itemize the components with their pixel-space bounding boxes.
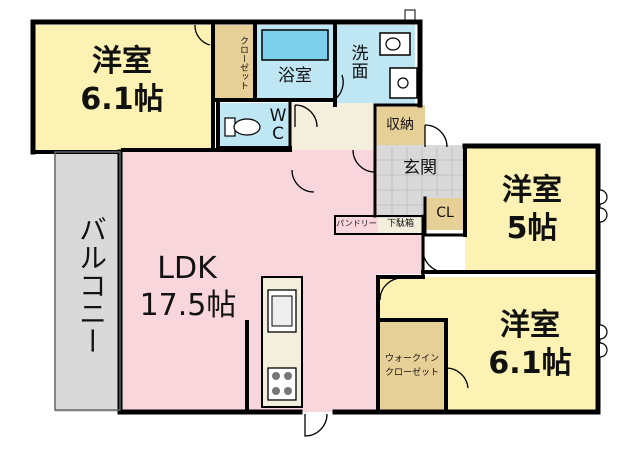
ldk-area <box>123 150 378 412</box>
ldk-name: LDK <box>157 251 217 286</box>
walk-in-closet-label: ウォークイン クローゼット <box>384 354 439 378</box>
toilet-label: W C <box>269 106 287 144</box>
ldk-area-upper <box>290 218 335 234</box>
western-room-southeast-name: 洋室 <box>500 308 560 343</box>
cl-label: CL <box>436 205 454 221</box>
western-room-northwest-size: 6.1帖 <box>80 82 164 117</box>
storage-closet <box>375 105 425 145</box>
shoe-box <box>378 218 423 234</box>
entrance-label: 玄関 <box>403 158 437 178</box>
washroom-label: 洗 面 <box>351 44 369 82</box>
walk-in-closet <box>378 322 446 410</box>
western-room-southeast-size: 6.1帖 <box>488 346 572 381</box>
storage-label: 収納 <box>386 117 414 133</box>
western-room-northwest-name: 洋室 <box>92 44 152 79</box>
western-room-east-name: 洋室 <box>502 173 562 208</box>
balcony-area <box>55 150 123 412</box>
western-room-east-size: 5帖 <box>506 211 558 246</box>
balcony-label: バルコニー <box>75 215 108 355</box>
cl-closet <box>425 198 465 230</box>
ldk-size: 17.5帖 <box>139 288 237 323</box>
bathroom-label: 浴室 <box>278 66 312 86</box>
western-room-east <box>465 148 595 273</box>
closet-northwest-label: クローゼット <box>238 36 248 90</box>
ldk-corridor <box>335 234 425 274</box>
western-room-northwest <box>33 25 213 150</box>
closet-northwest <box>213 25 255 100</box>
laundry-label: パンドリー <box>336 219 377 228</box>
shoe-box-label: 下駄箱 <box>386 219 414 229</box>
